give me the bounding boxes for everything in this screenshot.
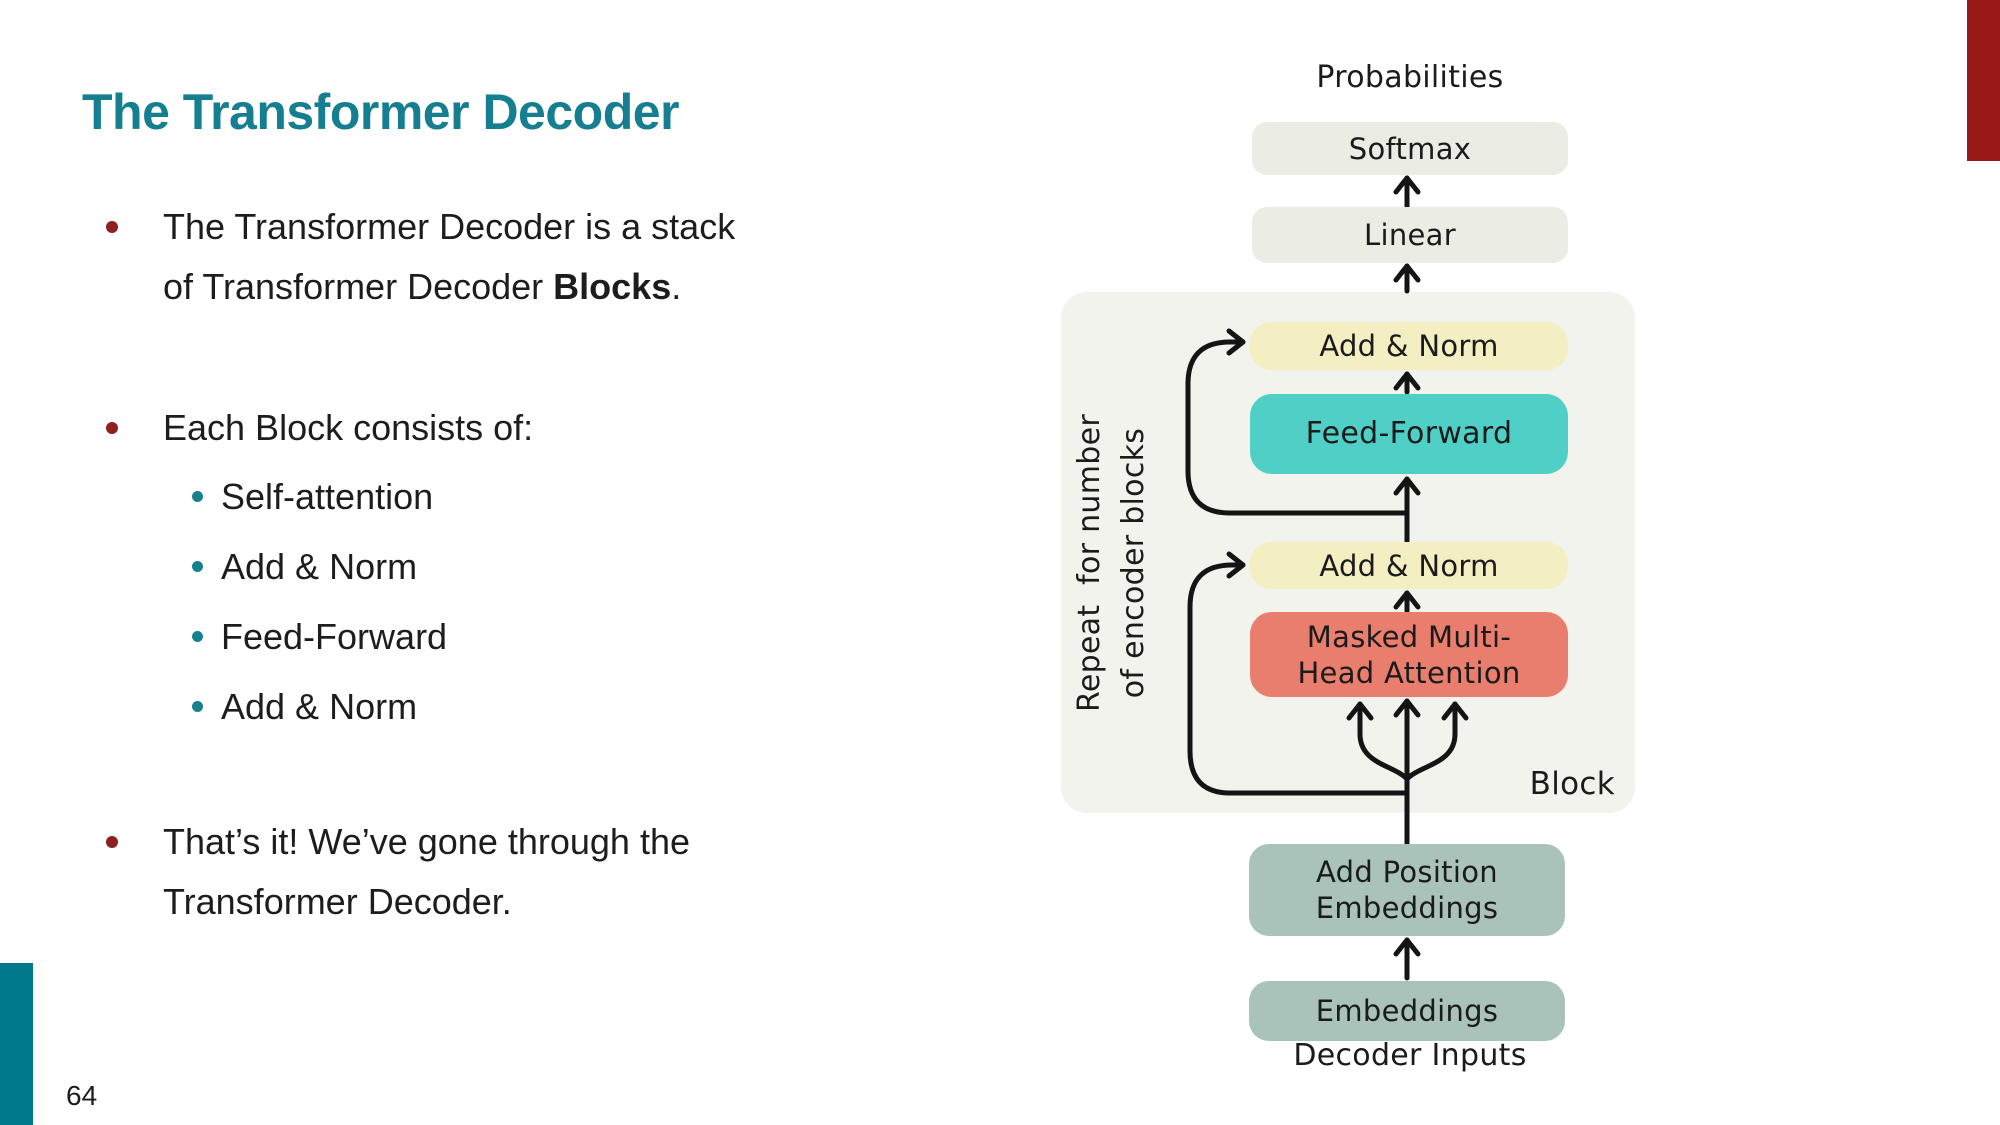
bullet-item-stack: The Transformer Decoder is a stack of Tr… bbox=[106, 197, 863, 317]
sub-bullet-marker bbox=[192, 631, 203, 642]
accent-bar-bottom-left bbox=[0, 963, 33, 1125]
add-norm-box-label: Add & Norm bbox=[1319, 329, 1499, 363]
add-position-embeddings-box: Add Position Embeddings bbox=[1249, 844, 1565, 936]
bullet-text: The Transformer Decoder is a stack of Tr… bbox=[163, 197, 863, 317]
page-number: 64 bbox=[66, 1080, 98, 1111]
feed-forward-box-label: Feed-Forward bbox=[1305, 416, 1513, 451]
feed-forward-box: Feed-Forward bbox=[1250, 394, 1568, 474]
bullet-marker bbox=[106, 221, 118, 233]
sub-bullet-add-norm-1: Add & Norm bbox=[192, 543, 821, 591]
sub-bullet-text: Self-attention bbox=[221, 476, 434, 517]
repeat-encoder-blocks-label: Repeat for number of encoder blocks bbox=[1072, 414, 1151, 712]
sub-bullet-marker bbox=[192, 701, 203, 712]
page-title: The Transformer Decoder bbox=[82, 83, 680, 140]
sub-bullet-self-attention: Self-attention bbox=[192, 473, 821, 521]
sub-bullet-marker bbox=[192, 561, 203, 572]
bullet-line: The Transformer Decoder is a stack bbox=[163, 206, 736, 247]
linear-box: Linear bbox=[1252, 207, 1568, 263]
sub-bullet-feed-forward: Feed-Forward bbox=[192, 613, 821, 661]
bullet-line: of Transformer Decoder Blocks. bbox=[163, 266, 682, 307]
accent-bar-top-right bbox=[1967, 0, 2000, 161]
bullet-item-block-consists: Each Block consists of: bbox=[106, 398, 863, 458]
linear-box-label: Linear bbox=[1364, 218, 1456, 252]
softmax-box-label: Softmax bbox=[1348, 131, 1472, 166]
bullet-line: Transformer Decoder. bbox=[163, 881, 512, 922]
sub-bullet-text: Add & Norm bbox=[221, 686, 418, 727]
sub-bullet-text: Add & Norm bbox=[221, 546, 418, 587]
add-norm-box-label: Add & Norm bbox=[1319, 548, 1499, 583]
sub-bullet-add-norm-2: Add & Norm bbox=[192, 683, 821, 731]
embeddings-box-label: Embeddings bbox=[1315, 994, 1499, 1028]
sub-bullet-marker bbox=[192, 491, 203, 502]
block-label: Block bbox=[1529, 766, 1615, 802]
masked-multi-head-attention-box: Masked Multi- Head Attention bbox=[1250, 612, 1568, 697]
bullet-item-thats-it: That’s it! We’ve gone through the Transf… bbox=[106, 812, 863, 932]
bullet-text: Each Block consists of: bbox=[163, 407, 534, 448]
bullet-text: That’s it! We’ve gone through the Transf… bbox=[163, 812, 863, 932]
decoder-inputs-label: Decoder Inputs bbox=[1293, 1038, 1527, 1073]
add-norm-box-lower: Add & Norm bbox=[1250, 542, 1568, 589]
add-norm-box-upper: Add & Norm bbox=[1250, 322, 1568, 370]
add-position-embeddings-label: Add Position Embeddings bbox=[1315, 855, 1499, 925]
bullet-marker bbox=[106, 422, 118, 434]
softmax-box: Softmax bbox=[1252, 122, 1568, 175]
sub-bullet-text: Feed-Forward bbox=[221, 616, 448, 657]
probabilities-label: Probabilities bbox=[1316, 60, 1504, 95]
embeddings-box: Embeddings bbox=[1249, 981, 1565, 1041]
bullet-line: That’s it! We’ve gone through the bbox=[163, 821, 690, 862]
masked-multi-head-attention-label: Masked Multi- Head Attention bbox=[1297, 619, 1521, 690]
bullet-marker bbox=[106, 836, 118, 848]
